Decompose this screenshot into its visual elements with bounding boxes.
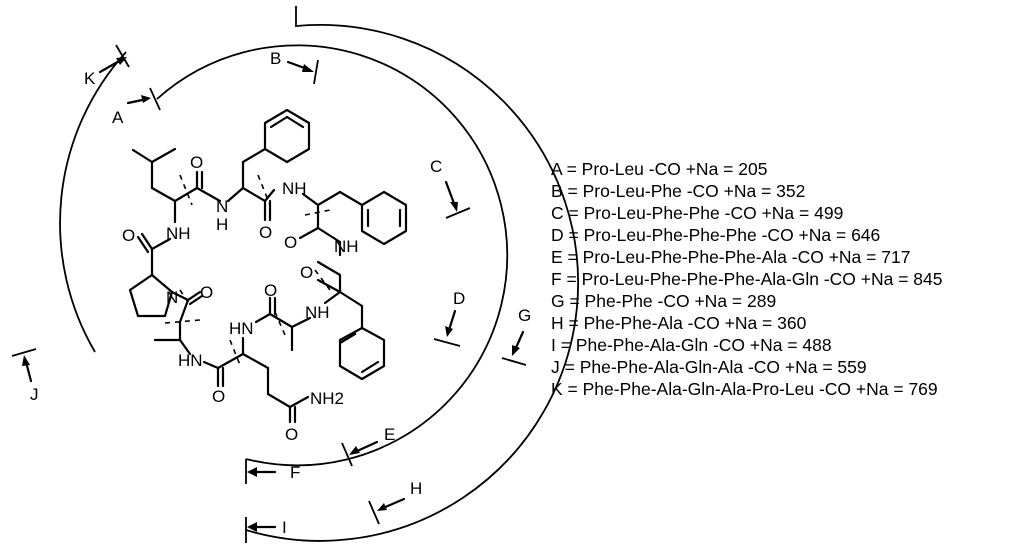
atom-o-phe2: O [284,233,297,252]
atom-nh-phe2: NH [282,179,307,198]
fragment-letter-i: I [282,518,287,537]
atom-o-ala1: O [212,387,225,406]
fragment-markers [11,44,527,543]
inner-fragment-ring [156,44,509,467]
atom-o-phe3: O [300,263,313,282]
fragment-letter-d: D [453,289,465,308]
atom-labels: O N H NH O N O HN O HN O NH2 O NH O NH O… [122,153,359,444]
atom-hn-ala1: HN [178,351,203,370]
fragment-legend: A = Pro-Leu -CO +Na = 205 B = Pro-Leu-Ph… [551,159,943,399]
fragment-letter-j: J [30,385,39,404]
atom-nh-1: NH [166,224,191,243]
fragment-letter-f: F [290,463,300,482]
legend-line-i: I = Phe-Phe-Ala-Gln -CO +Na = 488 [551,335,832,355]
fragment-letter-c: C [430,157,442,176]
fragment-letter-b: B [270,49,281,68]
atom-hn-gln: HN [229,319,254,338]
atom-o-gln: O [285,425,298,444]
legend-line-d: D = Pro-Leu-Phe-Phe-Phe -CO +Na = 646 [551,225,880,245]
legend-line-e: E = Pro-Leu-Phe-Phe-Phe-Ala -CO +Na = 71… [551,247,910,267]
outer-fragment-ring [245,6,580,542]
atom-o-phe1: O [259,223,272,242]
legend-line-j: J = Phe-Phe-Ala-Gln-Ala -CO +Na = 559 [551,357,867,377]
legend-line-a: A = Pro-Leu -CO +Na = 205 [551,159,767,179]
atom-o-pro-co: O [200,283,213,302]
atom-o-pro: O [122,226,135,245]
atom-nh2: NH2 [310,389,344,408]
legend-line-h: H = Phe-Phe-Ala -CO +Na = 360 [551,313,807,333]
peptide-skeleton [128,108,408,424]
atom-n-leu: N [216,197,228,216]
legend-line-c: C = Pro-Leu-Phe-Phe -CO +Na = 499 [551,203,843,223]
fragment-letter-k: K [84,69,96,88]
legend-line-k: K = Phe-Phe-Ala-Gln-Ala-Pro-Leu -CO +Na … [551,379,938,399]
legend-line-g: G = Phe-Phe -CO +Na = 289 [551,291,776,311]
fragment-letter-g: G [518,306,531,325]
fragment-letter-e: E [384,425,395,444]
cleavage-marks [164,174,331,366]
atom-nh-ala2: NH [305,303,330,322]
fragment-letter-h: H [410,479,422,498]
atom-o-leu: O [190,153,203,172]
atom-n-pro: N [166,288,178,307]
fragment-letter-a: A [112,108,124,127]
legend-line-f: F = Pro-Leu-Phe-Phe-Phe-Ala-Gln -CO +Na … [551,269,943,289]
atom-h-leu: H [216,215,228,234]
legend-line-b: B = Pro-Leu-Phe -CO +Na = 352 [551,181,805,201]
outer-fragment-ring-left [59,51,127,353]
fragment-letters: A B C D E F G H I J K [30,49,531,537]
atom-o-ala2: O [264,281,277,300]
atom-nh-phe3: NH [334,237,359,256]
